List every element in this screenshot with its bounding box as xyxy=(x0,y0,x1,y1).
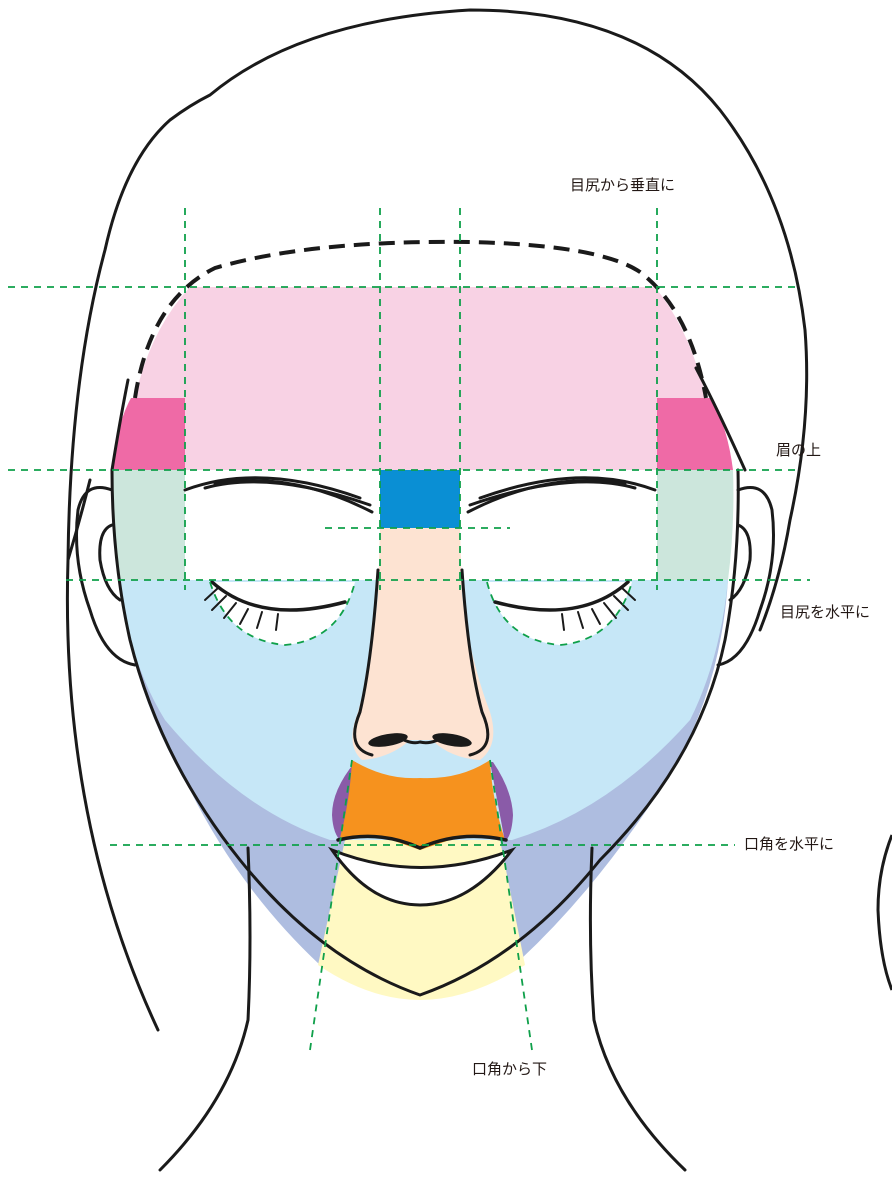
right-eye-side-zone xyxy=(657,470,733,580)
adjacent-figure-edge xyxy=(878,835,892,990)
label-outer-eye-vertical: 目尻から垂直に xyxy=(570,176,675,194)
label-mouth-corner-horizontal: 口角を水平に xyxy=(744,835,834,853)
label-above-brow: 眉の上 xyxy=(776,441,821,459)
glabella-zone xyxy=(380,470,460,528)
label-below-mouth-corner: 口角から下 xyxy=(472,1060,547,1078)
right-temple-zone xyxy=(657,398,733,470)
forehead-zone xyxy=(135,287,706,470)
label-outer-eye-horizontal: 目尻を水平に xyxy=(780,603,870,621)
left-eye-side-zone xyxy=(113,470,185,580)
